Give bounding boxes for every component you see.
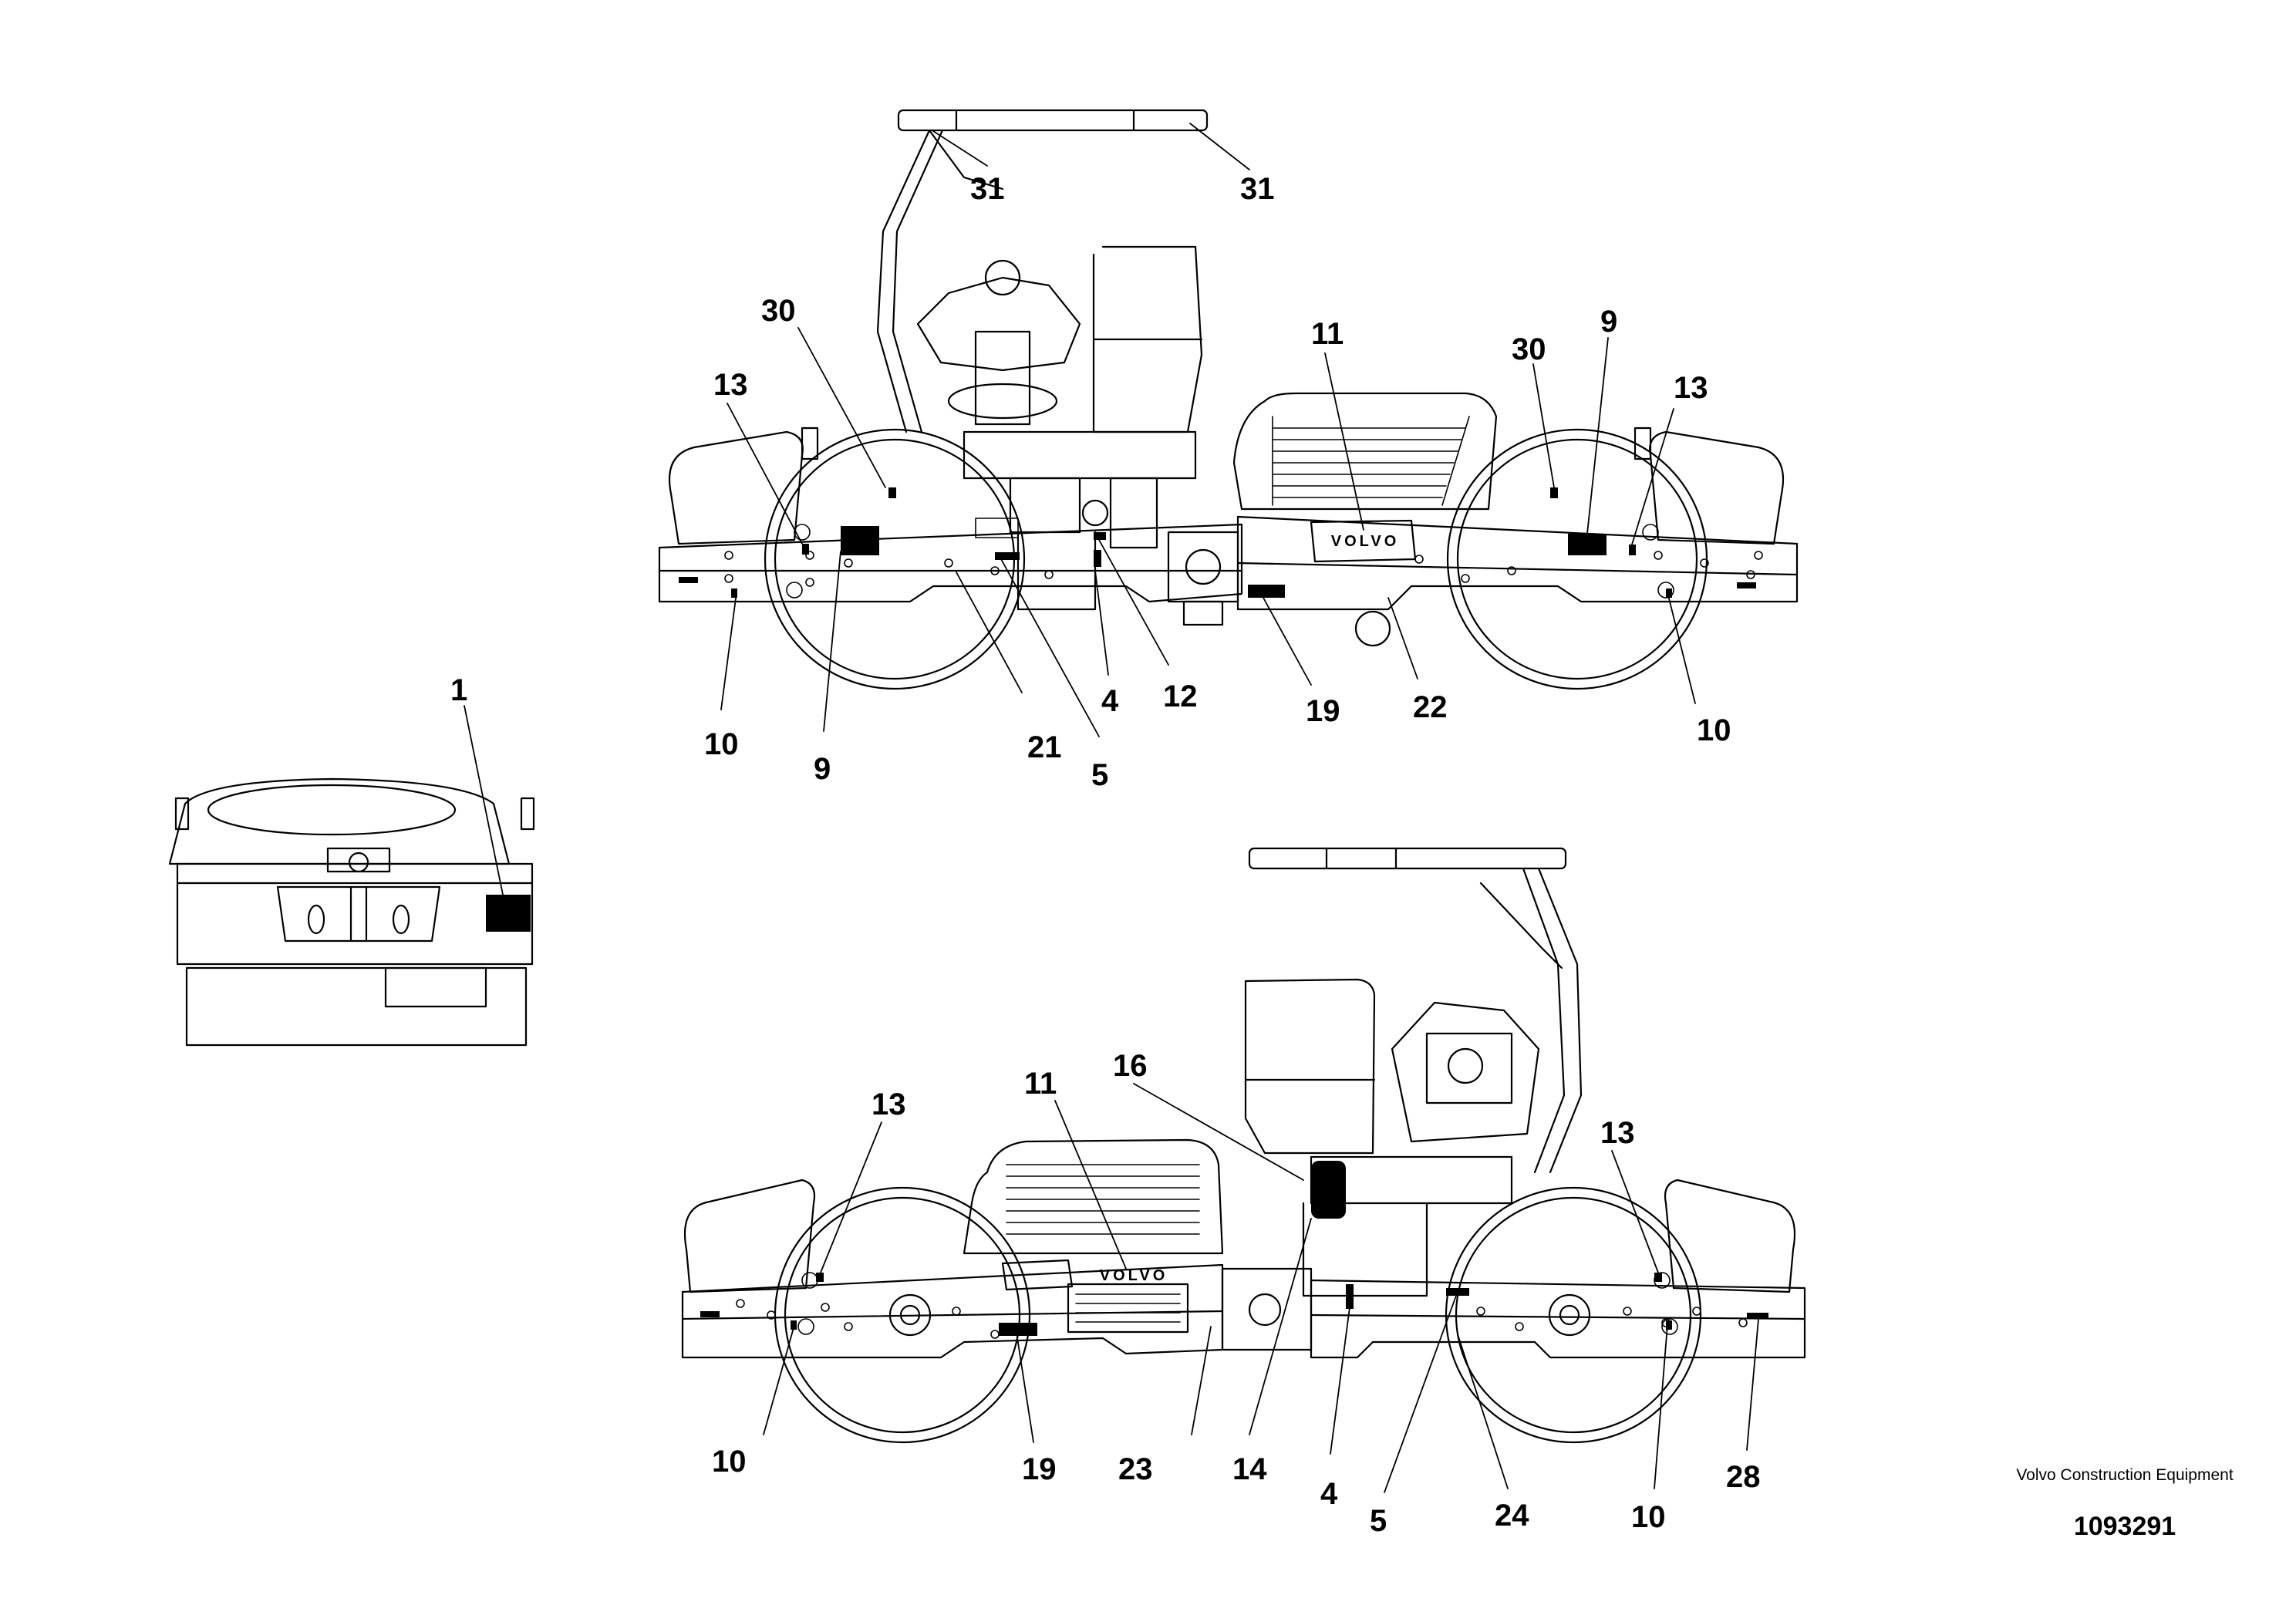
roller-front-view [168,777,535,1047]
decals-top [679,487,1756,598]
engine-hood-grille [1272,416,1470,506]
callout-4-bottom: 4 [1320,1477,1338,1511]
footer-drawing-number: 1093291 [2073,1512,2176,1541]
decal-end-bottom-left [700,1311,720,1317]
decal-1 [486,895,531,932]
callout-1: 1 [450,673,467,707]
callout-19-top: 19 [1306,694,1340,728]
callout-13a: 13 [713,368,748,402]
callout-5-bottom: 5 [1370,1504,1387,1538]
decal-13-bottom-right [1654,1273,1662,1282]
callout-23: 23 [1118,1452,1153,1486]
callout-5-top: 5 [1091,758,1108,792]
callout-13d: 13 [1600,1116,1635,1150]
callout-9b: 9 [1600,305,1617,339]
engine-hood-grille-bottom [1006,1164,1200,1235]
drum-hub-bottom-right [1548,1293,1591,1337]
callout-14: 14 [1232,1452,1267,1486]
callout-10a: 10 [704,727,739,761]
drum-hub-bottom-left [888,1293,932,1337]
decals-bottom [700,1161,1768,1336]
decal-9-right [1568,534,1607,555]
volvo-logo-bottom: VOLVO [1100,1267,1168,1284]
decal-4-top [1094,550,1101,567]
decal-21 [995,552,1020,560]
front-drum-bottom [1445,1186,1702,1444]
callout-22: 22 [1413,690,1448,724]
decal-30-right [1550,487,1558,498]
roller-side-view-top: VOLVO [658,109,1799,690]
leaders-bottom [763,1083,1759,1493]
decal-end-left [679,577,698,583]
footer-brand: Volvo Construction Equipment [2016,1466,2234,1484]
volvo-logo-top: VOLVO [1331,533,1400,550]
rear-drum [1446,428,1708,690]
callout-19-bottom: 19 [1022,1452,1057,1486]
decal-4-bottom [1346,1284,1354,1309]
decal-13-right [1629,545,1636,555]
callouts-front: 1 [450,673,467,707]
decal-10-left [731,588,737,598]
callout-31a: 31 [970,172,1005,206]
callouts-top: 31 31 30 30 13 13 11 9 9 10 10 21 5 4 12… [704,172,1731,792]
decal-10-bottom-left [791,1320,797,1330]
callout-30a: 30 [761,294,796,328]
decal-28 [1747,1313,1768,1319]
callout-13b: 13 [1674,371,1708,405]
decal-19-top [1248,585,1285,598]
decal-13-bottom-left [816,1273,824,1282]
callout-13c: 13 [872,1088,906,1121]
decal-30-left [888,487,896,498]
decal-12 [1094,532,1106,540]
callout-28: 28 [1726,1460,1761,1494]
decal-19-bottom [999,1323,1037,1336]
callouts-bottom: 13 13 11 16 10 10 19 23 14 4 5 24 28 [712,1049,1761,1538]
decal-9-left [841,526,879,555]
callout-9a: 9 [814,752,831,786]
callout-31b: 31 [1240,172,1275,206]
decal-end-right [1737,582,1756,588]
decal-5-bottom [1446,1288,1469,1296]
callout-16: 16 [1113,1049,1148,1083]
callout-4-top: 4 [1101,684,1119,718]
callout-10b: 10 [1697,713,1731,747]
leaders-top [720,123,1696,737]
decal-13-left [802,544,809,555]
callout-21: 21 [1027,730,1062,764]
callout-10d: 10 [1631,1500,1666,1534]
callout-24: 24 [1495,1499,1529,1533]
callout-10c: 10 [712,1445,747,1479]
callout-11-top: 11 [1311,317,1344,351]
decal-10-bottom-right [1666,1320,1672,1330]
decal-14 [1311,1161,1346,1219]
callout-12: 12 [1163,679,1198,713]
callout-30b: 30 [1512,332,1546,366]
decal-10-right [1666,588,1672,598]
callout-11-bottom: 11 [1024,1067,1057,1101]
front-drum [764,428,1026,690]
